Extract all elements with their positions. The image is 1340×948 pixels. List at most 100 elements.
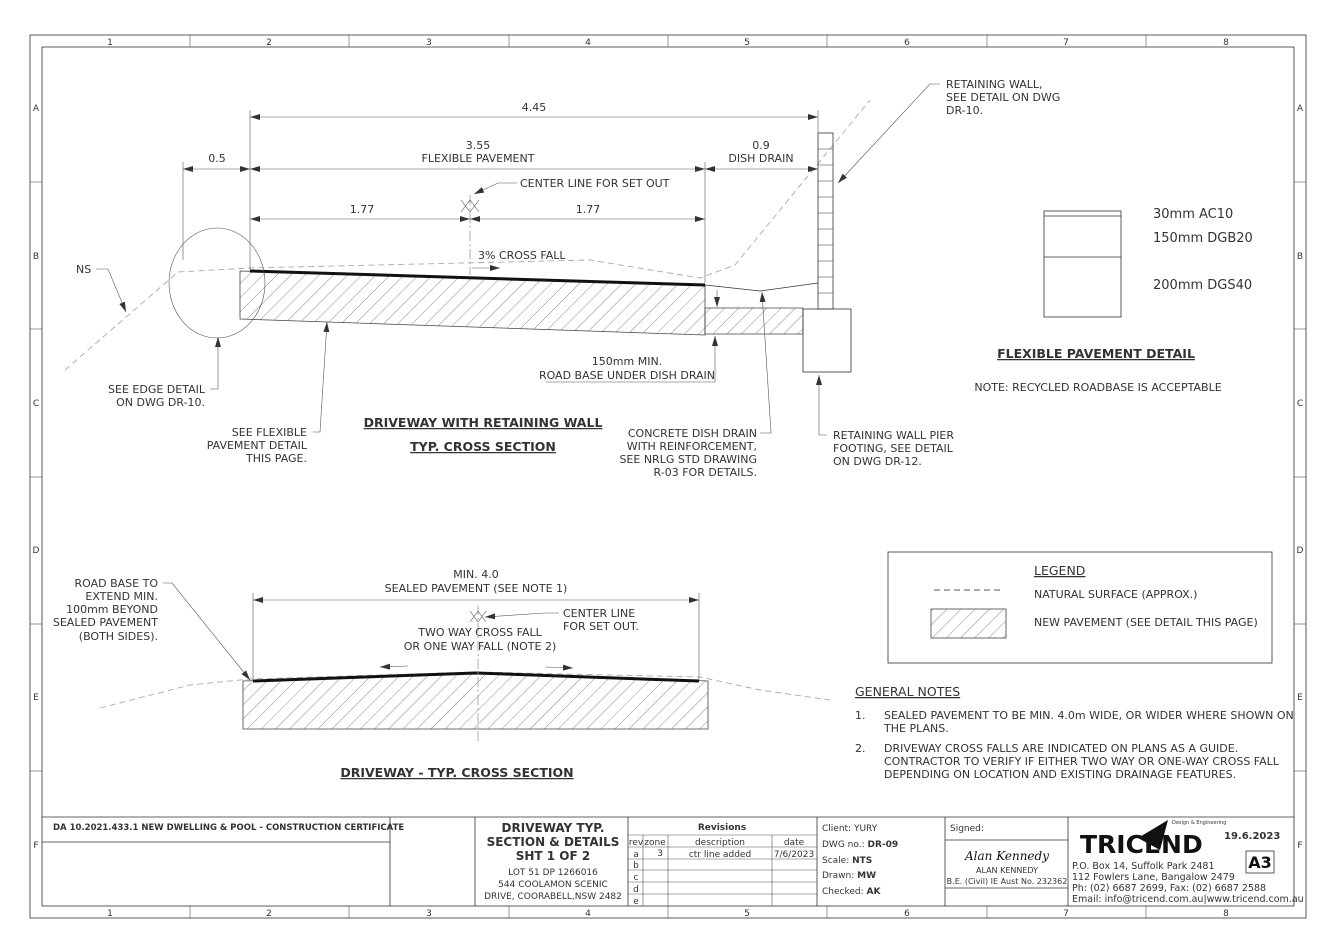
column-label: 7 [1063, 38, 1069, 48]
roadbase-note: EXTEND MIN. [85, 590, 158, 603]
legend-item: NEW PAVEMENT (SEE DETAIL THIS PAGE) [1034, 616, 1258, 629]
pavement-surface [252, 671, 700, 683]
legend: LEGEND NATURAL SURFACE (APPROX.) NEW PAV… [887, 551, 1273, 664]
roadbase-note: ROAD BASE TO [75, 577, 159, 590]
dim-pavement-label: FLEXIBLE PAVEMENT [422, 152, 535, 165]
column-label: 4 [585, 38, 591, 48]
legend-item: NATURAL SURFACE (APPROX.) [1034, 588, 1197, 601]
row-label: B [1297, 252, 1303, 262]
roadbase-note: 100mm BEYOND [66, 603, 158, 616]
revision-rev: a [633, 850, 639, 860]
contact-line: P.O. Box 14, Suffolk Park 2481 [1072, 861, 1215, 872]
section2-title: DRIVEWAY - TYP. CROSS SECTION [340, 765, 573, 780]
dish-note: WITH REINFORCEMENT, [627, 440, 757, 453]
drawing-title: SHT 1 OF 2 [516, 849, 591, 863]
revisions-header: description [695, 838, 745, 848]
dish-drain-base-hatch [704, 307, 804, 335]
footing-note: RETAINING WALL PIER [833, 429, 954, 442]
note-text: CONTRACTOR TO VERIFY IF EITHER TWO WAY O… [884, 755, 1280, 768]
revisions-header: date [784, 838, 805, 848]
centerline-note: CENTER LINE [563, 607, 635, 620]
engineer-name: ALAN KENNEDY [976, 866, 1038, 875]
column-label: 6 [904, 909, 910, 919]
section-driveway-retaining-wall: 4.45 3.55 FLEXIBLE PAVEMENT 0.9 DISH DRA… [64, 78, 1060, 479]
revision-rev: c [634, 873, 639, 883]
column-label: 2 [266, 909, 272, 919]
pavement-detail-title: FLEXIBLE PAVEMENT DETAIL [997, 346, 1195, 361]
revision-rev: b [633, 861, 639, 871]
column-label: 8 [1223, 909, 1229, 919]
revision-description: ctr line added [689, 850, 751, 860]
contact-line: Email: info@tricend.com.au|www.tricend.c… [1072, 894, 1304, 905]
legend-title: LEGEND [1034, 563, 1085, 578]
dim-drain-label: DISH DRAIN [728, 152, 793, 165]
edge-note: SEE EDGE DETAIL [108, 383, 206, 396]
roadbase-note: ROAD BASE UNDER DISH DRAIN [539, 369, 715, 382]
drawing-title: SECTION & DETAILS [487, 835, 620, 849]
column-label: 6 [904, 38, 910, 48]
crossfall-note: OR ONE WAY FALL (NOTE 2) [404, 640, 557, 653]
natural-surface-line [64, 99, 871, 371]
dish-note: SEE NRLG STD DRAWING [619, 453, 757, 466]
retaining-wall-note: SEE DETAIL ON DWG [946, 91, 1060, 104]
revision-rev: d [633, 885, 639, 895]
dim-label: SEALED PAVEMENT (SEE NOTE 1) [385, 582, 568, 595]
address: 544 COOLAMON SCENIC [498, 880, 608, 890]
roadbase-note: (BOTH SIDES). [79, 630, 158, 643]
note-text: THE PLANS. [883, 722, 949, 735]
row-label: B [33, 252, 39, 262]
row-label: A [1297, 104, 1304, 114]
layer-label: 30mm AC10 [1153, 207, 1233, 222]
sheet-size: A3 [1248, 853, 1272, 872]
layer-label: 200mm DGS40 [1153, 278, 1252, 293]
contact-line: 112 Fowlers Lane, Bangalow 2479 [1072, 872, 1235, 883]
revision-zone: 3 [657, 849, 663, 859]
engineer-credentials: B.E. (Civil) IE Aust No. 232362 [947, 877, 1068, 886]
dim-pavement: 3.55 [466, 139, 491, 152]
general-notes: GENERAL NOTES 1. SEALED PAVEMENT TO BE M… [855, 684, 1294, 781]
crossfall-note: TWO WAY CROSS FALL [417, 626, 542, 639]
roadbase-note: SEALED PAVEMENT [53, 616, 158, 629]
tricend-logo: TRICEND Design & Engineering [1080, 820, 1226, 859]
pavement-surface [249, 269, 706, 287]
column-label: 8 [1223, 38, 1229, 48]
roadbase-note: 150mm MIN. [592, 355, 662, 368]
address: DRIVE, COORABELL,NSW 2482 [484, 892, 622, 902]
signed-label: Signed: [950, 824, 984, 834]
centerline-note: FOR SET OUT. [563, 620, 639, 633]
dwg-field: DWG no.: DR-09 [822, 840, 898, 850]
client-field: Client: YURY [822, 824, 878, 834]
dim-total: 4.45 [522, 101, 547, 114]
note-number: 1. [855, 709, 866, 722]
svg-text:TRICEND: TRICEND [1080, 830, 1203, 859]
dim-edge: 0.5 [208, 152, 226, 165]
natural-surface-line [99, 671, 831, 709]
row-label: E [1297, 693, 1303, 703]
drawing-title: DRIVEWAY TYP. [502, 821, 605, 835]
flex-note: THIS PAGE. [245, 452, 307, 465]
row-label: C [1297, 399, 1303, 409]
revisions-header: zone [644, 838, 666, 848]
dish-drain-surface [704, 282, 819, 292]
signature: Alan Kennedy [964, 849, 1049, 863]
scale-field: Scale: NTS [822, 856, 872, 866]
revisions-header: rev [629, 838, 644, 848]
general-notes-title: GENERAL NOTES [855, 684, 960, 699]
title-block: DA 10.2021.433.1 NEW DWELLING & POOL - C… [42, 816, 1304, 907]
retaining-wall-note: RETAINING WALL, [946, 78, 1043, 91]
retaining-wall [817, 132, 834, 310]
dim-half-right: 1.77 [576, 203, 601, 216]
pavement-hatch [239, 270, 706, 336]
revisions-heading: Revisions [698, 823, 746, 833]
column-label: 1 [107, 909, 113, 919]
revision-date: 7/6/2023 [774, 850, 814, 860]
dim-width: MIN. 4.0 [453, 568, 498, 581]
project-title: DA 10.2021.433.1 NEW DWELLING & POOL - C… [53, 823, 404, 833]
issue-date: 19.6.2023 [1224, 831, 1280, 842]
column-label: 1 [107, 38, 113, 48]
dish-note: R-03 FOR DETAILS. [654, 466, 757, 479]
section1-title: DRIVEWAY WITH RETAINING WALL [364, 415, 603, 430]
flex-note: SEE FLEXIBLE [232, 426, 307, 439]
row-label: D [1297, 546, 1304, 556]
dim-half-left: 1.77 [350, 203, 375, 216]
